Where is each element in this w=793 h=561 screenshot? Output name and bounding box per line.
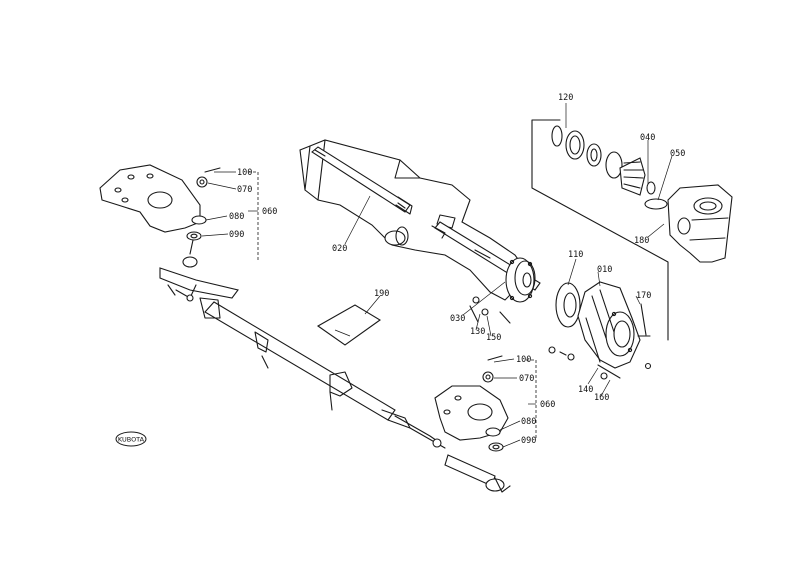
knuckle-arm-upper[interactable] (99, 164, 201, 233)
group-bracket-upper (248, 171, 259, 260)
snap-rings-040-050[interactable] (644, 181, 668, 210)
label-190: 190 (374, 289, 389, 299)
label-140: 140 (578, 385, 593, 395)
label-130: 130 (470, 327, 485, 337)
label-110: 110 (568, 250, 583, 260)
seal-rings-120[interactable] (551, 125, 602, 167)
fasteners-130-150[interactable] (469, 296, 511, 324)
swivel-bracket-180[interactable] (667, 184, 733, 263)
tie-rod-tube[interactable] (199, 297, 446, 449)
tie-rod-end-right[interactable] (444, 454, 511, 493)
kubota-logo: KUBOTA (115, 431, 147, 447)
label-060-upper: 060 (262, 207, 277, 217)
label-080-lower: 080 (521, 417, 536, 427)
label-100-upper: 100 (237, 168, 252, 178)
label-100-lower: 100 (516, 355, 531, 365)
label-070-lower: 070 (519, 374, 534, 384)
label-150-mid: 150 (486, 333, 501, 343)
label-020: 020 (332, 244, 347, 254)
bevel-gear[interactable] (605, 151, 646, 196)
oil-seal-110[interactable] (555, 282, 581, 328)
studs-nuts-140-160[interactable] (548, 346, 652, 380)
label-120: 120 (558, 93, 573, 103)
axle-shaft-upper[interactable] (311, 146, 413, 215)
label-060-lower: 060 (540, 400, 555, 410)
label-040: 040 (640, 133, 655, 143)
label-010: 010 (597, 265, 612, 275)
label-070-upper: 070 (237, 185, 252, 195)
label-090-upper: 090 (229, 230, 244, 240)
label-170: 170 (636, 291, 651, 301)
final-case-010[interactable] (577, 281, 641, 369)
label-030: 030 (450, 314, 465, 324)
label-180: 180 (634, 236, 649, 246)
housing-flange[interactable] (505, 257, 536, 303)
upper-assembly-frame (531, 119, 669, 341)
logo-text: KUBOTA (118, 436, 145, 444)
bolt-170[interactable] (637, 303, 651, 337)
fasteners-lower[interactable] (482, 355, 504, 452)
label-090-lower: 090 (521, 436, 536, 446)
leader-lines (201, 103, 673, 448)
tie-rod-end-left[interactable] (159, 256, 239, 302)
label-050: 050 (670, 149, 685, 159)
label-sticker-190[interactable] (316, 304, 382, 346)
label-080-upper: 080 (229, 212, 244, 222)
label-160: 160 (594, 393, 609, 403)
group-bracket-lower (526, 359, 537, 440)
